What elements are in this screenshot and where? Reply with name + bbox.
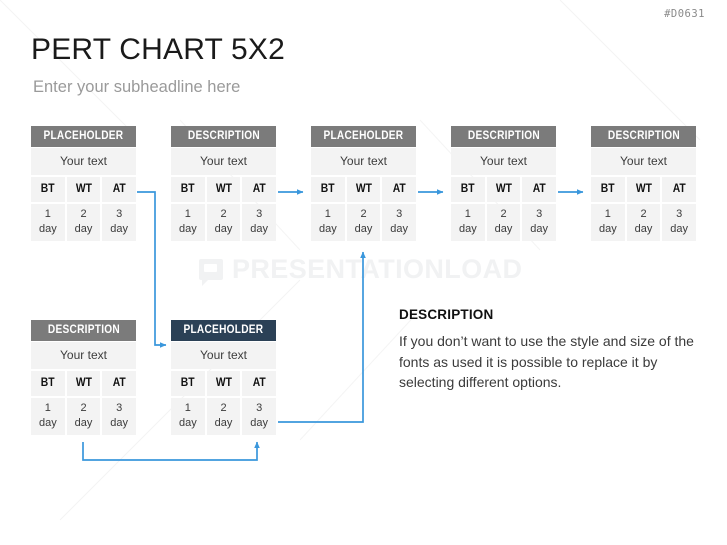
page-title: PERT CHART 5X2 — [31, 33, 286, 66]
pert-box-7-col-bt: BT — [171, 371, 207, 396]
pert-box-5-header: DESCRIPTION — [591, 126, 696, 147]
document-code: #D0631 — [664, 8, 705, 20]
pert-box-4-columns: BT WT AT — [451, 177, 557, 202]
pert-box-6-subtext: Your text — [31, 341, 136, 369]
pert-box-5-col-bt: BT — [591, 177, 627, 202]
pert-box-3-col-bt: BT — [311, 177, 347, 202]
pert-box-7-columns: BT WT AT — [171, 371, 277, 396]
pert-box-2-columns: BT WT AT — [171, 177, 277, 202]
connector-box7-to-box3 — [278, 251, 366, 423]
pert-box-3-subtext: Your text — [311, 147, 416, 175]
pert-box-5-col-at: AT — [662, 177, 697, 202]
pert-box-4-col-bt: BT — [451, 177, 487, 202]
pert-box-6-col-bt: BT — [31, 371, 67, 396]
pert-box-4-col-at: AT — [522, 177, 557, 202]
pert-box-7-col-wt: WT — [206, 371, 243, 396]
pert-box-3-columns: BT WT AT — [311, 177, 417, 202]
description-title: DESCRIPTION — [399, 307, 494, 322]
pert-box-6-col-wt: WT — [66, 371, 103, 396]
pert-box-3-header: PLACEHOLDER — [311, 126, 416, 147]
description-body: If you don’t want to use the style and s… — [399, 333, 694, 390]
pert-box-6-columns: BT WT AT — [31, 371, 137, 396]
pert-box-7-col-at: AT — [242, 371, 277, 396]
pert-box-4-col-wt: WT — [486, 177, 523, 202]
watermark: PRESENTATIONLOAD — [199, 254, 523, 286]
pert-box-1-col-at: AT — [102, 177, 137, 202]
connector-box6-to-box7 — [82, 441, 260, 461]
pert-box-5-subtext: Your text — [591, 147, 696, 175]
pert-box-6-col-at: AT — [102, 371, 137, 396]
pert-box-2-col-bt: BT — [171, 177, 207, 202]
connector-box1-to-box7 — [137, 191, 167, 348]
pert-box-1-columns: BT WT AT — [31, 177, 137, 202]
pert-box-7-header: PLACEHOLDER — [171, 320, 276, 341]
pert-box-2-header: DESCRIPTION — [171, 126, 276, 147]
pert-box-1-col-wt: WT — [66, 177, 103, 202]
pert-box-1-subtext: Your text — [31, 147, 136, 175]
pert-box-1-col-bt: BT — [31, 177, 67, 202]
pert-box-6-header: DESCRIPTION — [31, 320, 136, 341]
pert-box-7-subtext: Your text — [171, 341, 276, 369]
pert-box-4-header: DESCRIPTION — [451, 126, 556, 147]
pert-box-2-subtext: Your text — [171, 147, 276, 175]
pert-box-1-header: PLACEHOLDER — [31, 126, 136, 147]
pert-box-2-col-at: AT — [242, 177, 277, 202]
watermark-label: PRESENTATIONLOAD — [232, 254, 523, 284]
pert-box-5-columns: BT WT AT — [591, 177, 697, 202]
speech-bubble-icon — [199, 259, 223, 286]
page-subtitle: Enter your subheadline here — [33, 78, 241, 96]
pert-box-4-subtext: Your text — [451, 147, 556, 175]
pert-box-2-col-wt: WT — [206, 177, 243, 202]
pert-box-3-col-at: AT — [382, 177, 417, 202]
pert-box-3-col-wt: WT — [346, 177, 383, 202]
pert-box-5-col-wt: WT — [626, 177, 663, 202]
